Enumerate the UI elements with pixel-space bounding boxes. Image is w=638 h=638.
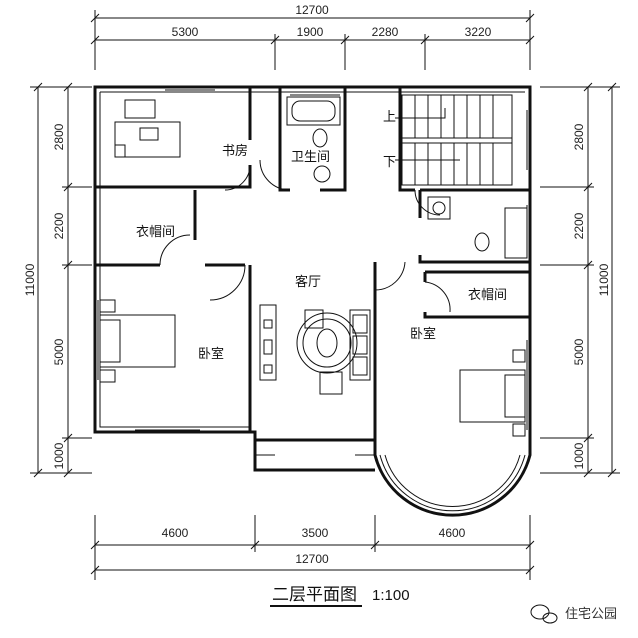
- walls: [93, 85, 532, 517]
- bottom-dimensions: [90, 515, 535, 580]
- top-dim-3: 2280: [372, 25, 399, 39]
- coffee-table: [296, 312, 358, 374]
- toilet-right: [474, 232, 490, 252]
- room-label-study: 书房: [222, 143, 248, 159]
- right-total-dim: 11000: [597, 263, 611, 296]
- bed-right: [459, 369, 526, 423]
- furniture: [99, 96, 528, 437]
- desk: [114, 121, 181, 158]
- scale-label: 1:100: [372, 587, 410, 604]
- bottom-dim-2: 3500: [302, 526, 329, 540]
- room-label-bedroom-right: 卧室: [410, 326, 436, 342]
- right-dim-2: 2200: [572, 212, 586, 239]
- stair-down-label: 下: [383, 155, 396, 170]
- stair-up-label: 上: [383, 110, 396, 125]
- sink-left: [313, 165, 331, 183]
- left-dimensions: [30, 82, 92, 478]
- bathtub-right: [504, 207, 528, 259]
- bottom-total-dim: 12700: [295, 552, 329, 566]
- top-dim-2: 1900: [297, 25, 324, 39]
- stairs: [395, 94, 513, 186]
- left-total-dim: 11000: [23, 263, 37, 296]
- doors: [159, 159, 451, 456]
- watermark-text: 住宅公园: [565, 607, 617, 622]
- left-dim-4: 1000: [52, 442, 66, 469]
- top-dimensions: [90, 10, 535, 70]
- room-label-cloakroom-right: 衣帽间: [468, 287, 507, 303]
- room-label-bedroom-left: 卧室: [198, 346, 224, 362]
- top-total-dim: 12700: [295, 3, 329, 17]
- right-dim-3: 5000: [572, 338, 586, 365]
- tv-cabinet: [259, 304, 277, 381]
- room-label-bathroom: 卫生间: [291, 150, 330, 165]
- plan-title: 二层平面图: [272, 585, 357, 605]
- right-dim-4: 1000: [572, 442, 586, 469]
- left-dim-3: 5000: [52, 338, 66, 365]
- wechat-icon: [530, 604, 558, 624]
- top-dim-1: 5300: [172, 25, 199, 39]
- room-label-living-room: 客厅: [295, 274, 321, 290]
- right-dim-1: 2800: [572, 123, 586, 150]
- bottom-dim-3: 4600: [439, 526, 466, 540]
- left-dim-2: 2200: [52, 212, 66, 239]
- toilet-left: [312, 128, 328, 148]
- bottom-dim-1: 4600: [162, 526, 189, 540]
- left-dim-1: 2800: [52, 123, 66, 150]
- sofa: [349, 309, 371, 381]
- bed-left: [99, 314, 176, 368]
- right-dimensions: [540, 82, 620, 478]
- top-dim-4: 3220: [465, 25, 492, 39]
- room-label-cloakroom-left: 衣帽间: [136, 224, 175, 240]
- bathtub: [286, 96, 341, 126]
